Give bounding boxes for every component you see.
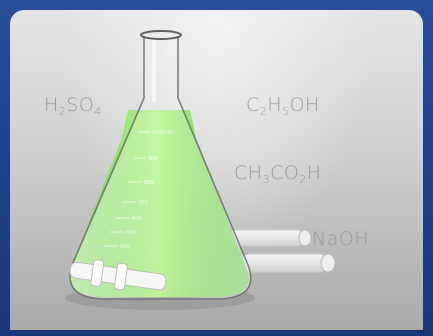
formula-h2so4: H2SO4	[44, 94, 102, 118]
grad-600: 600	[132, 216, 142, 222]
grad-400: 400	[120, 244, 130, 250]
graduation-ticks	[104, 131, 150, 247]
photo-panel: 1000 ml 900 800 700 600 500 400 H2SO4 C2…	[10, 10, 423, 330]
formula-c2h5oh: C2H5OH	[246, 94, 320, 118]
grad-700: 700	[138, 200, 148, 206]
grad-900: 900	[148, 156, 158, 162]
flask-rim	[140, 30, 182, 40]
formula-naoh: NaOH	[312, 228, 370, 250]
tube-connector	[69, 259, 167, 291]
formula-ch3co2h: CH3CO2H	[234, 162, 322, 186]
glass-tube-front	[239, 253, 336, 273]
lab-illustration: 1000 ml 900 800 700 600 500 400	[65, 30, 336, 310]
glass-tube-back	[224, 229, 312, 247]
grad-1000: 1000 ml	[152, 130, 173, 136]
grad-800: 800	[144, 180, 154, 186]
grad-500: 500	[126, 230, 136, 236]
